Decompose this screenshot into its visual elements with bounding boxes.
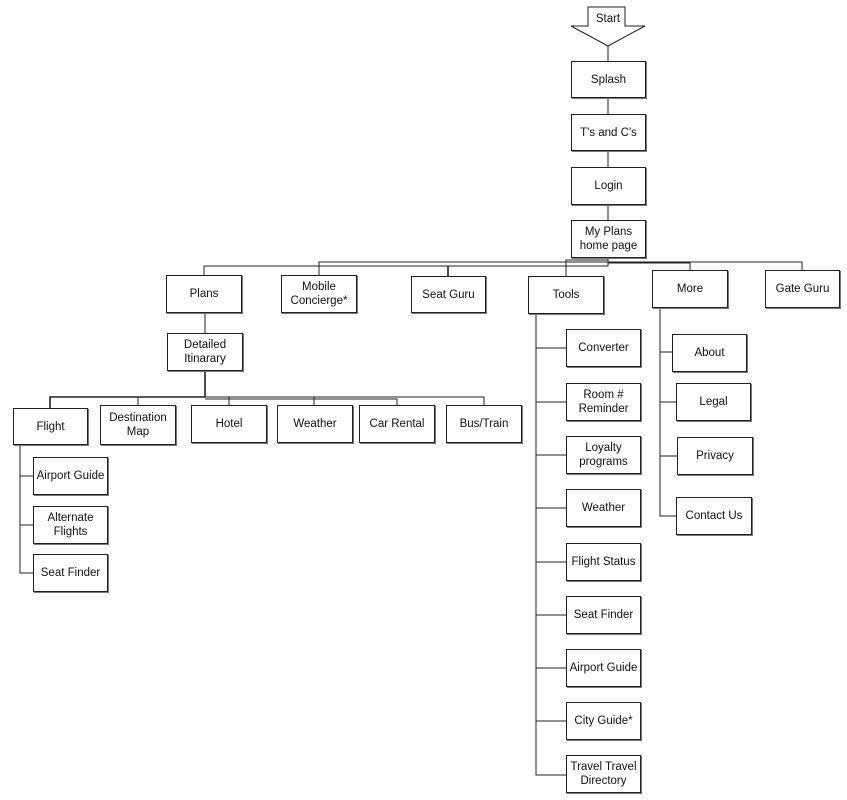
node-about[interactable]: About — [672, 334, 747, 372]
node-weather-tools[interactable]: Weather — [566, 489, 641, 527]
node-travel-directory[interactable]: Travel Travel Directory — [566, 755, 641, 793]
node-flight[interactable]: Flight — [13, 408, 88, 445]
node-privacy[interactable]: Privacy — [677, 437, 753, 475]
node-destination-map[interactable]: Destination Map — [100, 405, 176, 445]
start-arrow-shape — [570, 6, 646, 47]
node-gate-guru[interactable]: Gate Guru — [765, 270, 840, 308]
node-my-plans-home[interactable]: My Plans home page — [571, 220, 646, 258]
node-airport-guide-flight[interactable]: Airport Guide — [33, 457, 108, 495]
node-room-reminder[interactable]: Room # Reminder — [566, 383, 641, 421]
node-more[interactable]: More — [652, 270, 728, 308]
node-legal[interactable]: Legal — [676, 383, 751, 421]
node-loyalty-programs[interactable]: Loyalty programs — [566, 436, 641, 474]
node-tools[interactable]: Tools — [528, 276, 604, 314]
node-converter[interactable]: Converter — [566, 329, 641, 367]
node-flight-status[interactable]: Flight Status — [566, 543, 641, 581]
node-seat-finder-flight[interactable]: Seat Finder — [33, 554, 108, 592]
node-bus-train[interactable]: Bus/Train — [446, 405, 522, 443]
node-seat-guru[interactable]: Seat Guru — [411, 276, 486, 313]
node-weather-plans[interactable]: Weather — [277, 405, 353, 443]
node-login[interactable]: Login — [571, 167, 646, 205]
node-contact-us[interactable]: Contact Us — [676, 497, 752, 535]
node-terms[interactable]: T's and C's — [571, 114, 646, 151]
node-city-guide[interactable]: City Guide* — [566, 702, 641, 740]
node-seat-finder-tools[interactable]: Seat Finder — [566, 596, 641, 634]
start-label: Start — [595, 13, 621, 25]
node-plans[interactable]: Plans — [166, 275, 242, 313]
node-detailed-itinerary[interactable]: Detailed Itinarary — [167, 333, 243, 371]
node-splash[interactable]: Splash — [571, 61, 646, 98]
node-alternate-flights[interactable]: Alternate Flights — [33, 506, 108, 544]
node-mobile-concierge[interactable]: Mobile Concierge* — [281, 275, 357, 313]
node-car-rental[interactable]: Car Rental — [359, 405, 435, 443]
node-airport-guide-tools[interactable]: Airport Guide — [566, 649, 641, 687]
node-hotel[interactable]: Hotel — [191, 405, 267, 443]
